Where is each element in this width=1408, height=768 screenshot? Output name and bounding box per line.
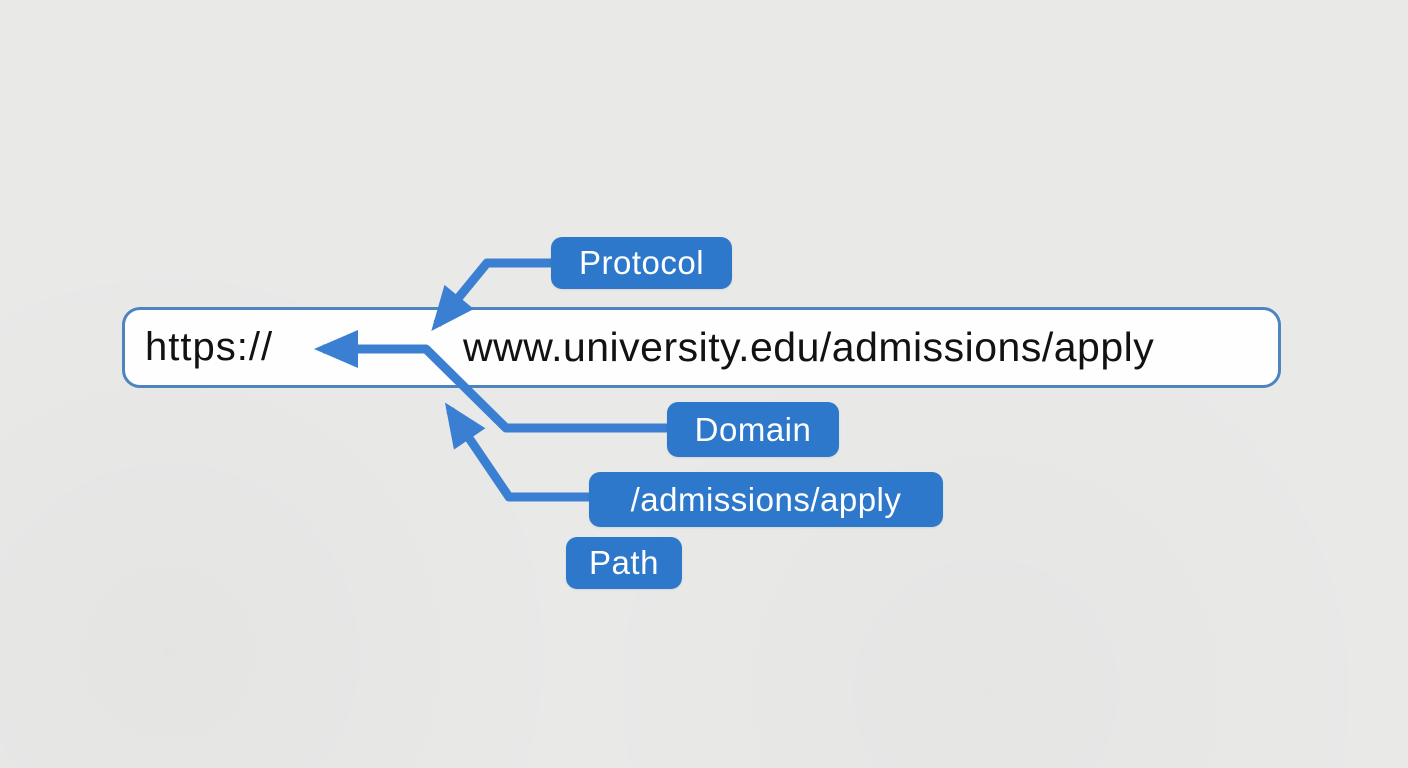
url-protocol-text: https:// [145,325,274,369]
protocol-label: Protocol [551,237,732,289]
url-address-text: www.university.edu/admissions/apply [463,324,1155,370]
path-label: Path [566,537,682,589]
path-arrow [444,402,592,502]
domain-label: Domain [667,402,839,457]
path-value-label: /admissions/apply [589,472,943,527]
